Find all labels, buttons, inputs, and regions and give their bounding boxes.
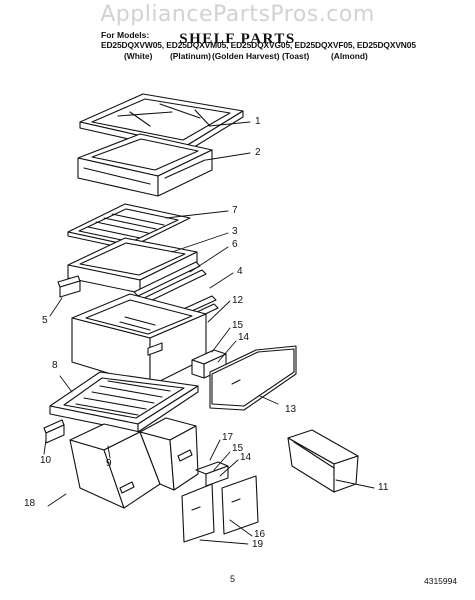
cover-frame-part: [77, 133, 213, 197]
callout-1: 1: [255, 116, 261, 127]
lower-glass-shelf-part: [49, 371, 199, 433]
callout-17: 17: [222, 432, 234, 443]
callout-15-upper: 15: [232, 320, 244, 331]
shelf-frame-part: [67, 237, 198, 294]
callout-3: 3: [232, 226, 238, 237]
callout-14-lower: 14: [240, 452, 252, 463]
callout-6: 6: [232, 239, 238, 250]
upper-pan-part: [71, 293, 207, 387]
left-support-part: [57, 275, 81, 298]
callout-11: 11: [378, 482, 389, 493]
callout-9: 9: [106, 458, 112, 469]
callout-5: 5: [42, 315, 48, 326]
callout-2: 2: [255, 147, 261, 158]
models-label: For Models:: [101, 30, 150, 40]
lower-bins-part: [69, 417, 199, 509]
callout-14-upper: 14: [238, 332, 250, 343]
callout-7: 7: [232, 205, 238, 216]
model-numbers: ED25DQXVW05, ED25DQXVM05, ED25DQXVG05, E…: [101, 40, 416, 50]
finish-platinum: (Platinum): [170, 51, 211, 61]
page-title: SHELF PARTS: [179, 31, 296, 47]
callout-12: 12: [232, 295, 244, 306]
callout-4: 4: [237, 266, 243, 277]
finish-golden-harvest: (Golden Harvest): [212, 51, 280, 61]
callout-13: 13: [285, 404, 297, 415]
lower-left-support-part: [43, 419, 65, 444]
lower-bracket-part: [195, 461, 229, 487]
document-number: 4315994: [424, 576, 458, 586]
callout-10: 10: [40, 455, 52, 466]
callout-18: 18: [24, 498, 36, 509]
watermark: AppliancePartsPros.com: [100, 2, 375, 27]
lower-pan-fronts-part: [181, 475, 259, 543]
callout-19: 19: [252, 539, 264, 550]
finish-almond: (Almond): [331, 51, 368, 61]
finish-toast: (Toast): [282, 51, 310, 61]
callout-8: 8: [52, 360, 58, 371]
callout-16: 16: [254, 529, 266, 540]
finish-white: (White): [124, 51, 153, 61]
leader-lines: [43, 121, 375, 545]
upper-pan-front-part: [209, 345, 297, 411]
page-number: 5: [230, 574, 236, 584]
callout-15-lower: 15: [232, 443, 244, 454]
